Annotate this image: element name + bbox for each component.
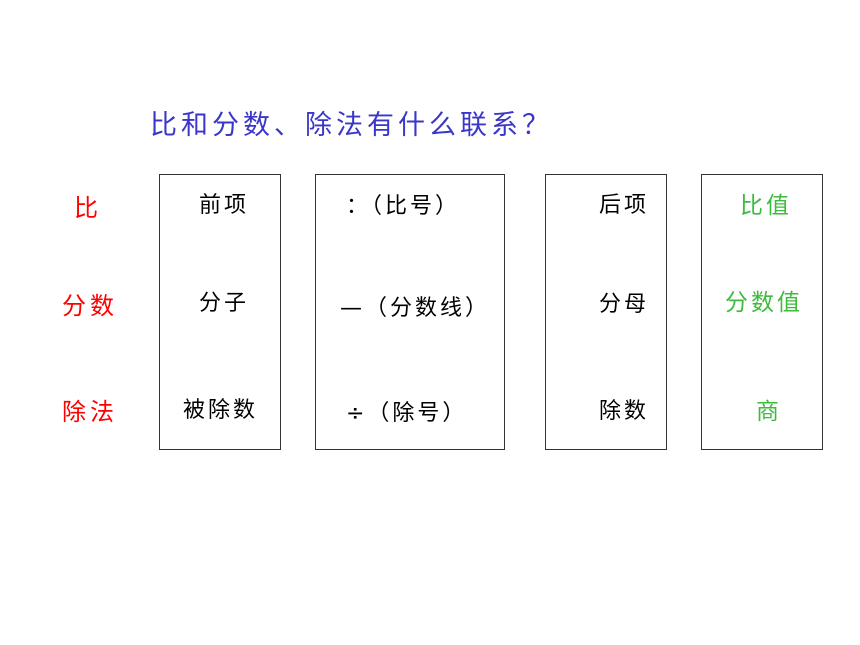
slide-title: 比和分数、除法有什么联系？ [150, 110, 553, 141]
cell-division-sign: ÷（除号） [346, 401, 468, 426]
cell-dividend: 被除数 [183, 398, 259, 423]
row-label-division: 除法 [62, 398, 118, 426]
cell-ratio-value: 比值 [740, 193, 792, 219]
cell-fraction-bar: —（分数线） [340, 296, 491, 321]
row-label-ratio: 比 [74, 194, 102, 222]
cell-second-term: 后项 [599, 193, 650, 218]
column-box-second-term [545, 174, 667, 450]
cell-ratio-sign: ：（比号） [346, 194, 461, 219]
cell-divisor: 除数 [599, 399, 650, 424]
cell-numerator: 分子 [199, 291, 250, 316]
row-label-fraction: 分数 [62, 292, 118, 320]
cell-denominator: 分母 [599, 292, 650, 317]
column-box-first-term [159, 174, 281, 450]
cell-fraction-value: 分数值 [725, 290, 803, 316]
cell-quotient: 商 [756, 399, 782, 425]
column-box-result [701, 174, 823, 450]
cell-first-term: 前项 [199, 193, 250, 218]
column-box-operators [315, 174, 505, 450]
